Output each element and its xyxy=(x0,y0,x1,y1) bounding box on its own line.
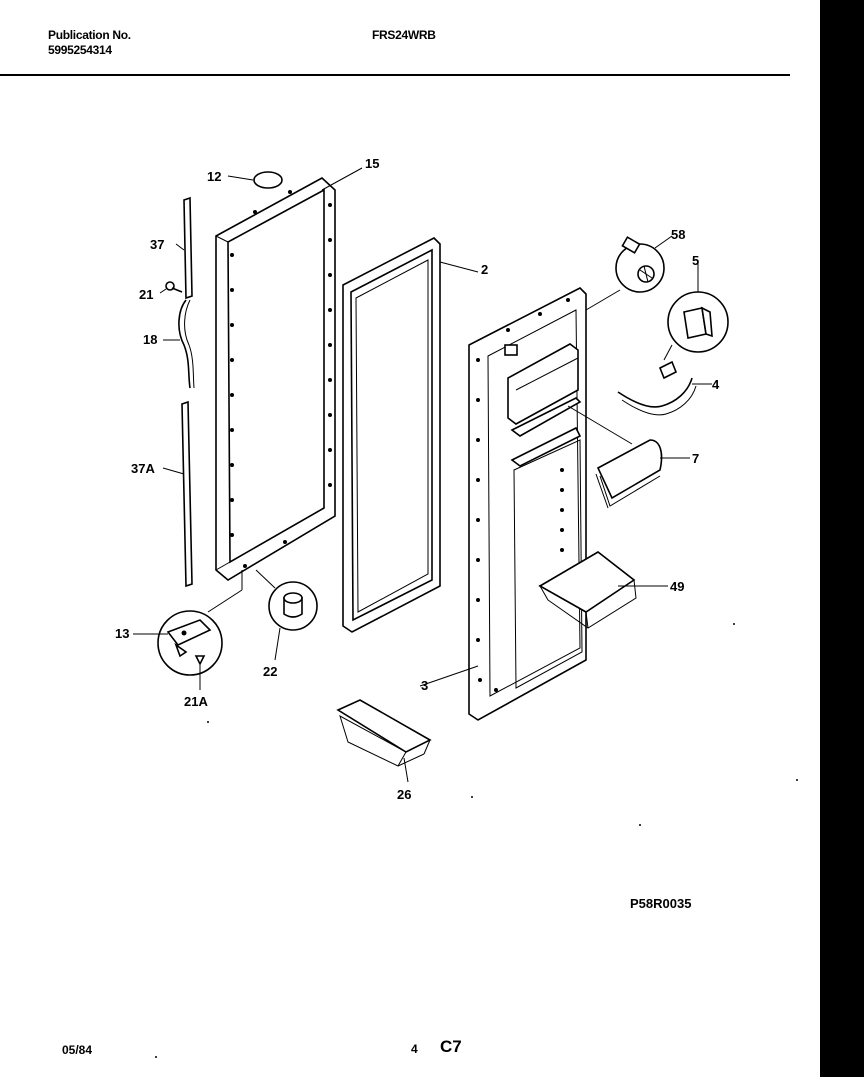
callout-22: 22 xyxy=(263,664,277,679)
callout-5: 5 xyxy=(692,253,699,268)
scan-specks xyxy=(155,623,798,1058)
scan-edge-border xyxy=(820,0,864,1077)
part-37-trim-strip xyxy=(175,196,193,300)
part-4-shelf-bracket xyxy=(617,360,712,416)
header-rule xyxy=(0,74,790,76)
part-7-bin xyxy=(567,405,690,509)
callout-4: 4 xyxy=(712,377,720,392)
drawing-id: P58R0035 xyxy=(630,896,692,911)
part-2-gasket xyxy=(342,237,479,633)
footer-date: 05/84 xyxy=(62,1043,93,1057)
callout-18: 18 xyxy=(143,332,157,347)
callout-49: 49 xyxy=(670,579,684,594)
footer-section: C7 xyxy=(440,1037,462,1056)
part-5-clip xyxy=(663,262,729,361)
callout-15: 15 xyxy=(365,156,379,171)
callout-12: 12 xyxy=(207,169,221,184)
model-number: FRS24WRB xyxy=(372,28,436,42)
callout-37: 37 xyxy=(150,237,164,252)
part-15-door-frame xyxy=(215,167,363,581)
part-49-door-shelf xyxy=(538,551,668,629)
callout-21a: 21A xyxy=(184,694,208,709)
publication-number: 5995254314 xyxy=(48,43,112,57)
callout-2: 2 xyxy=(481,262,488,277)
footer-page-number: 4 xyxy=(411,1042,418,1056)
part-13-hinge xyxy=(133,570,243,690)
callout-37a: 37A xyxy=(131,461,155,476)
part-18-handle xyxy=(163,299,195,389)
part-21-screw xyxy=(159,281,183,294)
part-22-plug xyxy=(255,569,318,661)
part-12-plug xyxy=(227,171,283,189)
part-58-screw xyxy=(615,235,673,293)
callout-26: 26 xyxy=(397,787,411,802)
callout-13: 13 xyxy=(115,626,129,641)
part-37a-trim-strip xyxy=(162,400,193,588)
part-26-tray xyxy=(336,699,432,783)
part-3-door-liner xyxy=(419,287,621,721)
callout-21: 21 xyxy=(139,287,153,302)
callout-58: 58 xyxy=(671,227,685,242)
callout-7: 7 xyxy=(692,451,699,466)
callout-3: 3 xyxy=(421,678,428,693)
publication-label: Publication No. xyxy=(48,28,131,42)
